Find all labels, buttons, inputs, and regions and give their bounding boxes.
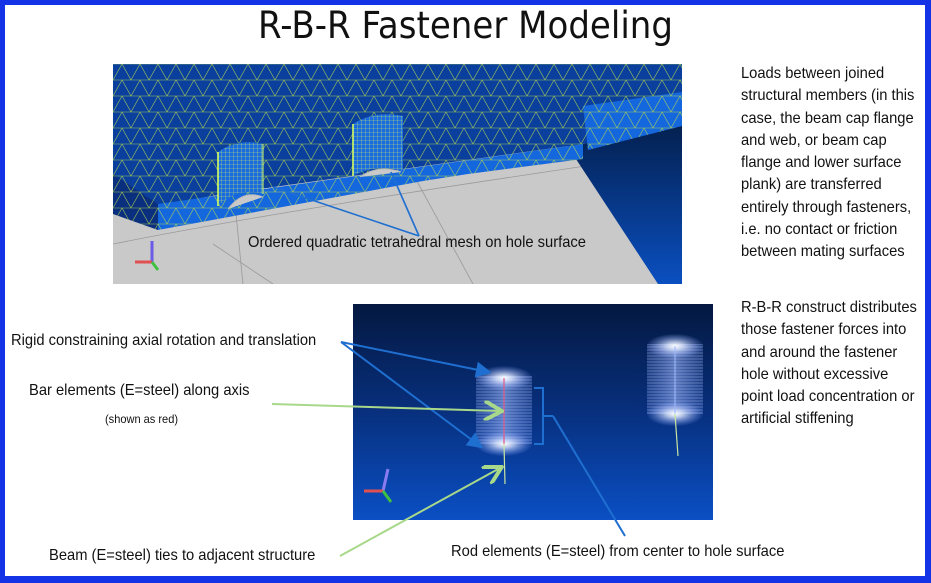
lower-rbr-figure bbox=[353, 304, 713, 520]
slide-title: R-B-R Fastener Modeling bbox=[258, 4, 673, 47]
fastener-spider-right bbox=[647, 334, 703, 457]
fastener-hole-right bbox=[352, 114, 403, 176]
rod-label: Rod elements (E=steel) from center to ho… bbox=[451, 543, 785, 560]
upper-mesh-figure: Ordered quadratic tetrahedral mesh on ho… bbox=[113, 64, 682, 284]
rbr-description: R-B-R construct distributes those fasten… bbox=[741, 299, 917, 428]
mesh-callout-lines bbox=[272, 171, 420, 237]
rigid-label: Rigid constraining axial rotation and tr… bbox=[11, 332, 317, 349]
bar-label: Bar elements (E=steel) along axis bbox=[29, 382, 250, 399]
rod-bracket bbox=[534, 387, 553, 445]
mesh-plate-svg bbox=[113, 64, 682, 284]
beam-label: Beam (E=steel) ties to adjacent structur… bbox=[49, 547, 316, 564]
fastener-hole-left bbox=[217, 142, 264, 206]
loads-description: Loads between joined structural members … bbox=[741, 65, 915, 261]
mesh-callout-label: Ordered quadratic tetrahedral mesh on ho… bbox=[248, 234, 586, 251]
rbr-viewport-svg bbox=[353, 304, 713, 520]
bar-note-label: (shown as red) bbox=[105, 412, 179, 426]
triad-axes-icon bbox=[135, 241, 160, 271]
dark-background-region bbox=[553, 124, 682, 284]
